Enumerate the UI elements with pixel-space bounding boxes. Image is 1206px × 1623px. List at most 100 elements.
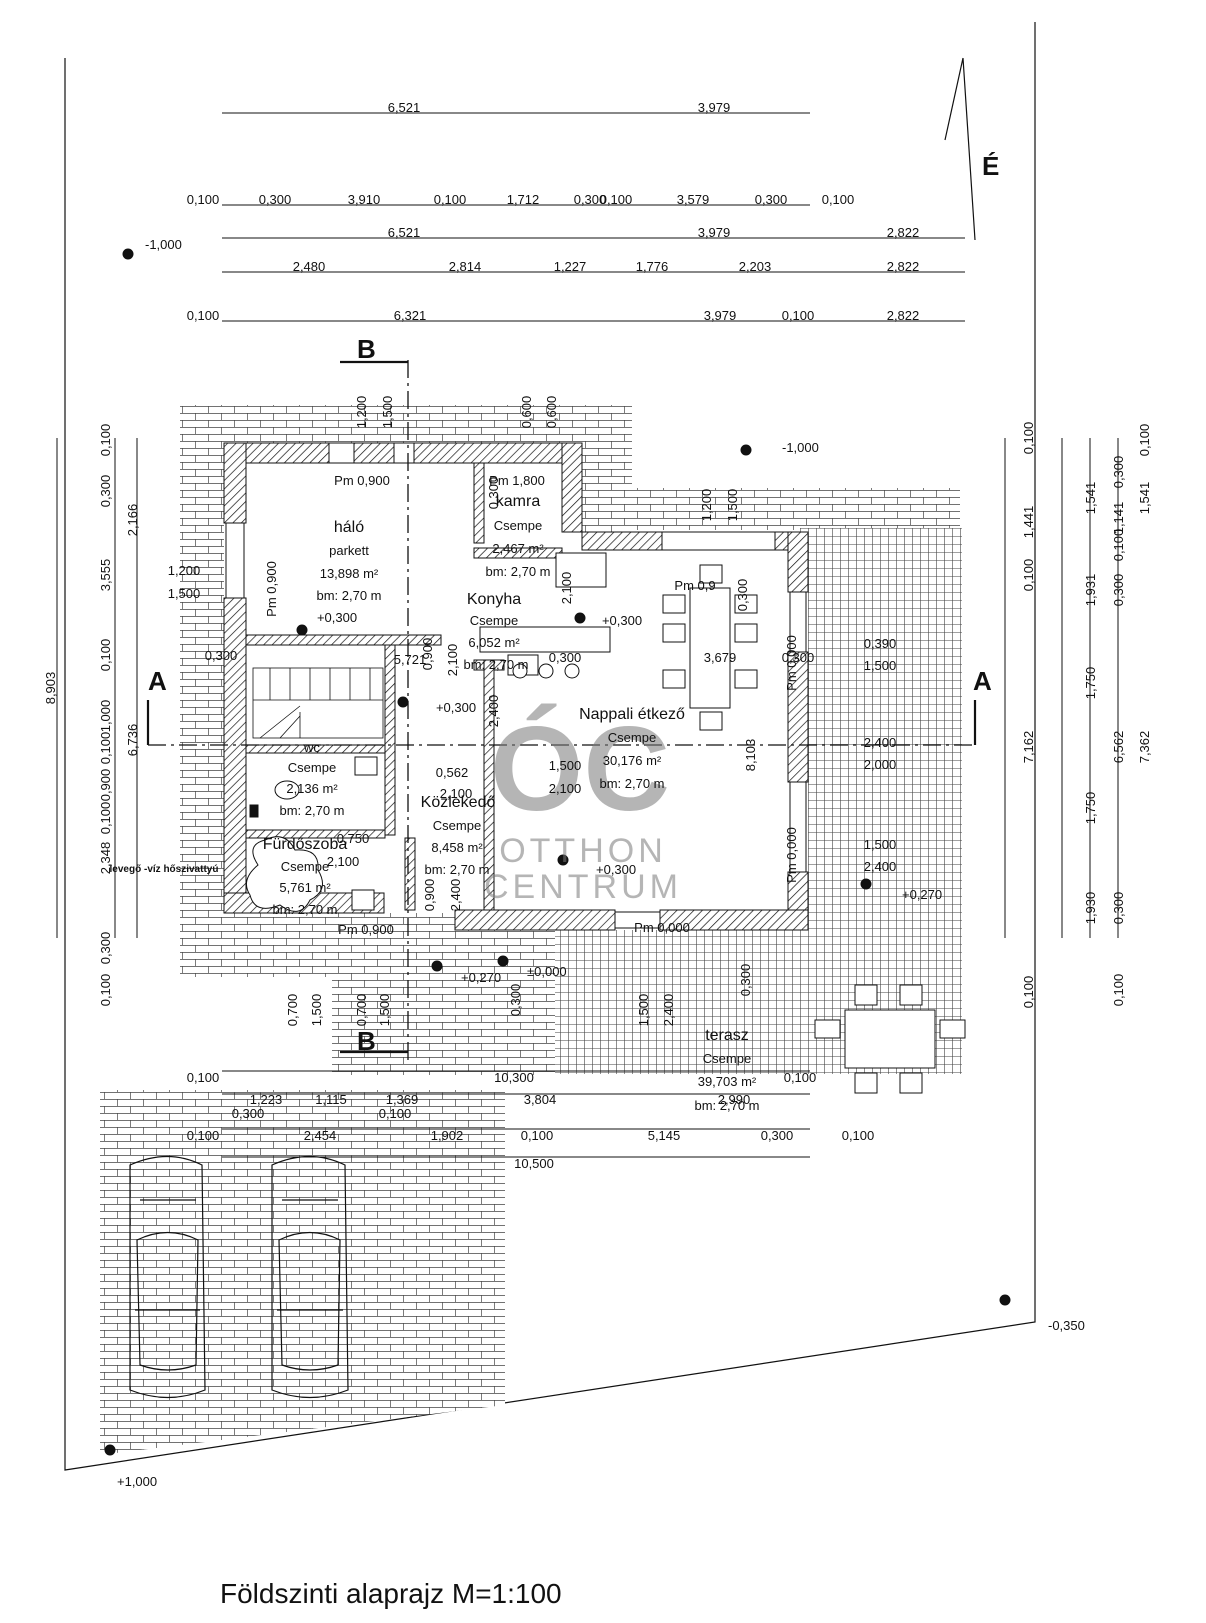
dimension-bottom: 2,454 xyxy=(304,1128,337,1143)
dimension-bottom: 0,100 xyxy=(521,1128,554,1143)
section-mark-a-right: A xyxy=(973,666,992,696)
dimension-bottom: 0,100 xyxy=(187,1128,220,1143)
dimension-bottom: 0,300 xyxy=(761,1128,794,1143)
dimension-top: 3,979 xyxy=(704,308,737,323)
dimension-interior: 0,750 xyxy=(337,831,370,846)
dimension-right: 0,100 xyxy=(1137,424,1152,457)
heat-pump-label: levegő -víz hőszivattyú xyxy=(110,864,219,875)
room-floor: Csempe xyxy=(494,518,542,533)
dimension-top: 0,300 xyxy=(574,192,607,207)
dimension-left: 8,903 xyxy=(43,672,58,705)
room-floor: Csempe xyxy=(470,613,518,628)
dimension-interior: 2,100 xyxy=(559,572,574,605)
room-parapet: Pm 1,800 xyxy=(489,473,545,488)
section-mark-a-left: A xyxy=(148,666,167,696)
room-parapet: Pm 0,900 xyxy=(338,922,394,937)
dimension-interior: 0,300 xyxy=(486,477,501,510)
dimension-interior: 0,300 xyxy=(549,650,582,665)
dimension-left: 0,300 xyxy=(98,932,113,965)
dimension-interior: 0,600 xyxy=(519,396,534,429)
room-name: Közlekedő xyxy=(421,794,496,811)
dimension-interior: 1,500 xyxy=(636,994,651,1027)
room-area: 2,136 m² xyxy=(286,781,338,796)
dimension-bottom: 0,100 xyxy=(842,1128,875,1143)
dimension-left: 0,100 xyxy=(98,732,113,765)
dimension-interior: 0,562 xyxy=(436,765,469,780)
level-label: ±0,000 xyxy=(527,964,567,979)
dimension-right: 1,750 xyxy=(1083,792,1098,825)
dimension-right: 1,750 xyxy=(1083,667,1098,700)
dimension-top: 2,822 xyxy=(887,259,920,274)
dimension-bottom: 10,300 xyxy=(494,1070,534,1085)
dimension-interior: 2,400 xyxy=(448,879,463,912)
dimension-left: 0,100 xyxy=(98,424,113,457)
room-name: Konyha xyxy=(467,591,521,608)
dimension-interior: 0,300 xyxy=(508,984,523,1017)
room-name: kamra xyxy=(496,493,541,510)
room-level: +0,300 xyxy=(436,700,476,715)
dimension-interior: 1,500 xyxy=(168,586,201,601)
dimension-left: 0,300 xyxy=(98,475,113,508)
kitchen-furniture xyxy=(479,552,611,679)
room-halo: háló parkett 13,898 m² bm: 2,70 m +0,300… xyxy=(316,473,389,625)
dimension-top: 1,227 xyxy=(554,259,587,274)
dimension-interior: 0,700 xyxy=(285,994,300,1027)
terrace-table-set xyxy=(814,984,966,1094)
room-area: 39,703 m² xyxy=(698,1074,757,1089)
dimension-interior: 2,100 xyxy=(445,644,460,677)
room-name: Nappali étkező xyxy=(579,706,685,723)
dimension-interior: 3,679 xyxy=(704,650,737,665)
dimension-right: 0,300 xyxy=(1111,574,1126,607)
dimension-top: 0,300 xyxy=(755,192,788,207)
dimension-left: 2,166 xyxy=(125,504,140,537)
room-height: bm: 2,70 m xyxy=(463,657,528,672)
room-level: +0,300 xyxy=(602,613,642,628)
dimension-interior: 1,200 xyxy=(354,396,369,429)
dimension-right: 0,100 xyxy=(1021,559,1036,592)
level-label: +0,270 xyxy=(902,887,942,902)
room-floor: Csempe xyxy=(433,818,481,833)
dimension-right: 7,162 xyxy=(1021,731,1036,764)
car-left xyxy=(129,1156,206,1399)
room-area: 8,458 m² xyxy=(431,840,483,855)
dimension-interior: 1,500 xyxy=(309,994,324,1027)
dimension-bottom: 10,500 xyxy=(514,1156,554,1171)
dimension-top: 2,480 xyxy=(293,259,326,274)
dimension-top: 2,814 xyxy=(449,259,482,274)
dimension-right: 0,300 xyxy=(1111,892,1126,925)
bathroom-fixtures xyxy=(245,756,378,912)
dimension-interior: 1,200 xyxy=(168,563,201,578)
dimension-top: 3,979 xyxy=(698,225,731,240)
dimension-left: 0,900 xyxy=(98,769,113,802)
dimension-left: 2,348 xyxy=(98,842,113,875)
level-label: -0,350 xyxy=(1048,1318,1085,1333)
room-height: bm: 2,70 m xyxy=(424,862,489,877)
dining-table-set xyxy=(662,564,758,731)
section-lines xyxy=(148,360,975,1060)
house-interior xyxy=(224,443,808,930)
section-mark-b-bottom: B xyxy=(357,1026,376,1056)
brick-paving-driveway xyxy=(100,1090,505,1455)
room-level: +0,300 xyxy=(317,610,357,625)
room-area: 6,052 m² xyxy=(468,635,520,650)
dimension-interior: 1,200 xyxy=(699,489,714,522)
room-area: 13,898 m² xyxy=(320,566,379,581)
dimension-top: 3,979 xyxy=(698,100,731,115)
level-label: +1,000 xyxy=(117,1474,157,1489)
parapet-living-east-2: Pm 0,000 xyxy=(784,827,799,883)
dimension-interior: 1,500 xyxy=(377,994,392,1027)
dimension-interior: 5,721 xyxy=(394,652,427,667)
dimension-bottom: 2,990 xyxy=(718,1092,751,1107)
dimension-top: 1,712 xyxy=(507,192,540,207)
dimension-top: 2,822 xyxy=(887,225,920,240)
dimension-interior: 2,100 xyxy=(549,781,582,796)
level-label: -1,000 xyxy=(145,237,182,252)
plot-boundary xyxy=(64,22,1036,1471)
room-furdoszoba: Fürdőszoba Csempe 5,761 m² bm: 2,70 m Pm… xyxy=(263,836,394,937)
dimension-right: 0,100 xyxy=(1111,974,1126,1007)
room-floor: Csempe xyxy=(608,730,656,745)
dimension-top: 0,100 xyxy=(187,192,220,207)
room-floor: parkett xyxy=(329,543,369,558)
dimension-right: 0,100 xyxy=(1111,529,1126,562)
